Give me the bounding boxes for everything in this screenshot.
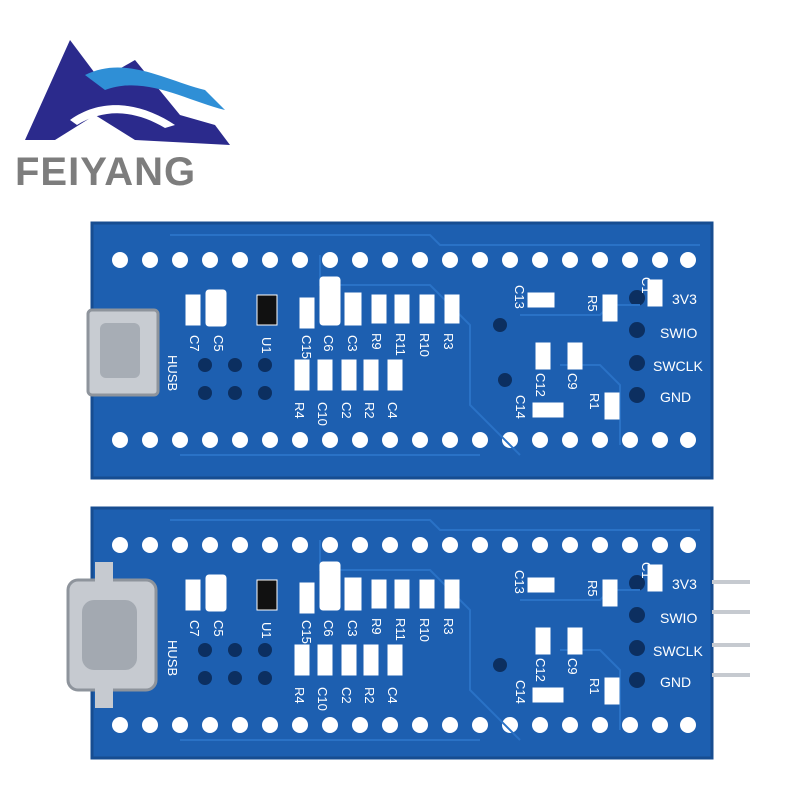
brand-name: FEIYANG bbox=[15, 150, 197, 194]
label-r4: R4 bbox=[292, 687, 307, 704]
label-c6: C6 bbox=[321, 335, 336, 352]
label-c14: C14 bbox=[513, 395, 528, 419]
label-gnd: GND bbox=[660, 389, 691, 405]
label-c9: C9 bbox=[565, 658, 580, 675]
bottom-header-holes bbox=[112, 717, 696, 733]
label-c12: C12 bbox=[533, 658, 548, 682]
label-r5: R5 bbox=[585, 295, 600, 312]
label-swclk: SWCLK bbox=[653, 358, 703, 374]
label-c5: C5 bbox=[211, 620, 226, 637]
label-c7: C7 bbox=[187, 335, 202, 352]
logo-light-wave bbox=[85, 67, 225, 110]
label-r3: R3 bbox=[441, 333, 456, 350]
pcb-board-type-c: HUSB C7 C5 U1 C15 C6 C3 R9 R11 R10 R3 R4… bbox=[66, 506, 750, 760]
label-c15: C15 bbox=[299, 335, 314, 359]
label-c1: C1 bbox=[639, 277, 654, 294]
feiyang-logo bbox=[25, 40, 230, 145]
label-c13: C13 bbox=[512, 570, 527, 594]
smd-components bbox=[185, 561, 663, 705]
top-header-holes bbox=[112, 252, 696, 268]
label-r9: R9 bbox=[369, 618, 384, 635]
label-r11: R11 bbox=[393, 333, 408, 356]
type-c-tab-top bbox=[95, 562, 113, 584]
type-c-port bbox=[82, 600, 137, 670]
label-husb: HUSB bbox=[165, 355, 180, 391]
label-r4: R4 bbox=[292, 402, 307, 419]
label-r3: R3 bbox=[441, 618, 456, 635]
label-c14: C14 bbox=[513, 680, 528, 704]
label-r5: R5 bbox=[585, 580, 600, 597]
label-c2: C2 bbox=[339, 402, 354, 419]
label-r11: R11 bbox=[393, 618, 408, 641]
label-gnd: GND bbox=[660, 674, 691, 690]
label-r1: R1 bbox=[587, 678, 602, 695]
label-swio: SWIO bbox=[660, 610, 697, 626]
bottom-header-holes bbox=[112, 432, 696, 448]
logo-white-swoosh bbox=[70, 105, 175, 128]
label-c3: C3 bbox=[345, 620, 360, 637]
label-c4: C4 bbox=[385, 402, 400, 419]
label-r10: R10 bbox=[417, 618, 432, 642]
label-r2: R2 bbox=[362, 687, 377, 704]
swd-holes bbox=[629, 290, 645, 403]
swd-holes bbox=[629, 575, 645, 688]
label-3v3: 3V3 bbox=[672, 291, 697, 307]
via-holes bbox=[198, 318, 512, 400]
label-c12: C12 bbox=[533, 373, 548, 397]
label-swio: SWIO bbox=[660, 325, 697, 341]
label-c5: C5 bbox=[211, 335, 226, 352]
label-c10: C10 bbox=[315, 402, 330, 426]
label-c15: C15 bbox=[299, 620, 314, 644]
label-3v3: 3V3 bbox=[672, 576, 697, 592]
type-c-tab-bottom bbox=[95, 686, 113, 708]
label-r2: R2 bbox=[362, 402, 377, 419]
header-pins bbox=[712, 580, 750, 677]
label-c13: C13 bbox=[512, 285, 527, 309]
label-c4: C4 bbox=[385, 687, 400, 704]
pcb-body bbox=[90, 506, 714, 760]
top-header-holes bbox=[112, 537, 696, 553]
pcb-board-micro-usb: HUSB C7 C5 U1 C15 C6 C3 R9 R11 R10 R3 R4… bbox=[86, 221, 714, 480]
label-swclk: SWCLK bbox=[653, 643, 703, 659]
label-u1: U1 bbox=[259, 622, 274, 639]
micro-usb-port bbox=[100, 323, 140, 378]
label-c9: C9 bbox=[565, 373, 580, 390]
label-r10: R10 bbox=[417, 333, 432, 357]
label-c10: C10 bbox=[315, 687, 330, 711]
label-r1: R1 bbox=[587, 393, 602, 410]
smd-components bbox=[185, 276, 663, 420]
label-c6: C6 bbox=[321, 620, 336, 637]
label-husb: HUSB bbox=[165, 640, 180, 676]
label-c2: C2 bbox=[339, 687, 354, 704]
via-holes bbox=[198, 643, 507, 685]
label-u1: U1 bbox=[259, 337, 274, 354]
label-r9: R9 bbox=[369, 333, 384, 350]
label-c7: C7 bbox=[187, 620, 202, 637]
label-c1: C1 bbox=[639, 562, 654, 579]
label-c3: C3 bbox=[345, 335, 360, 352]
